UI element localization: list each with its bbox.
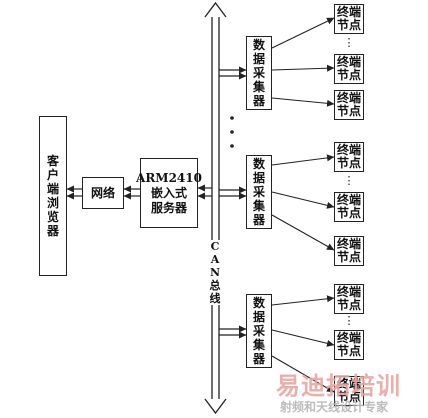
can-bus (204, 1, 227, 415)
terminal-node-label-line2: 节点 (336, 156, 361, 170)
network-server-arrow (123, 185, 140, 200)
network-box: 网络 (82, 177, 124, 209)
server-model-label: ARM2410 (136, 170, 202, 185)
data-collector-2: 数据采集器 (246, 155, 272, 229)
terminal-node: 终端 节点 (334, 54, 364, 84)
terminal-node: 终端 节点 (334, 90, 364, 120)
bus-ellipsis-dots (230, 116, 234, 148)
terminal-node-label-line1: 终端 (336, 143, 361, 157)
terminal-ellipsis: ⋮ (343, 314, 355, 327)
browser-network-arrow (66, 185, 82, 200)
network-label: 网络 (90, 185, 115, 200)
terminal-node-label-line2: 节点 (336, 68, 361, 82)
terminal-node: 终端 节点 (334, 4, 364, 34)
terminal-node-label-line1: 终端 (336, 377, 361, 391)
data-collector-3: 数据采集器 (246, 294, 272, 368)
terminal-node-label-line2: 节点 (336, 18, 361, 32)
terminal-node-label-line1: 终端 (336, 55, 361, 69)
client-browser-label: 客户端浏览器 (46, 154, 59, 238)
terminal-node-label-line2: 节点 (336, 390, 361, 404)
terminal-node: 终端 节点 (334, 192, 364, 222)
data-collector-label: 数据采集器 (252, 38, 265, 108)
terminal-node-label-line1: 终端 (336, 237, 361, 251)
terminal-node-label-line2: 节点 (336, 104, 361, 118)
server-type-label: 嵌入式 (150, 185, 187, 200)
terminal-ellipsis: ⋮ (343, 174, 355, 187)
terminal-node: 终端 节点 (334, 142, 364, 172)
terminal-node: 终端 节点 (334, 330, 364, 360)
terminal-node: 终端 节点 (334, 236, 364, 266)
terminal-node: 终端 节点 (334, 284, 364, 314)
bus-collector-arrows (219, 66, 247, 339)
terminal-node-label-line2: 节点 (336, 344, 361, 358)
terminal-node-label-line1: 终端 (336, 91, 361, 105)
data-collector-label: 数据采集器 (252, 157, 265, 227)
terminal-node-label-line1: 终端 (336, 285, 361, 299)
terminal-node-label-line2: 节点 (336, 298, 361, 312)
terminal-node-label-line2: 节点 (336, 250, 361, 264)
server-bus-arrow (197, 184, 212, 200)
data-collector-1: 数据采集器 (246, 36, 272, 110)
terminal-node-label-line1: 终端 (336, 5, 361, 19)
server-box: ARM2410 嵌入式 服务器 (136, 158, 202, 228)
client-browser-box: 客户端浏览器 (39, 116, 67, 276)
server-role-label: 服务器 (150, 200, 187, 215)
terminal-node-label-line1: 终端 (336, 193, 361, 207)
terminal-node: 终端 节点 (334, 376, 364, 406)
terminal-ellipsis: ⋮ (343, 36, 355, 49)
terminal-node-label-line2: 节点 (336, 206, 361, 220)
collector-terminal-links (271, 17, 335, 393)
terminal-node-label-line1: 终端 (336, 331, 361, 345)
data-collector-label: 数据采集器 (252, 296, 265, 366)
